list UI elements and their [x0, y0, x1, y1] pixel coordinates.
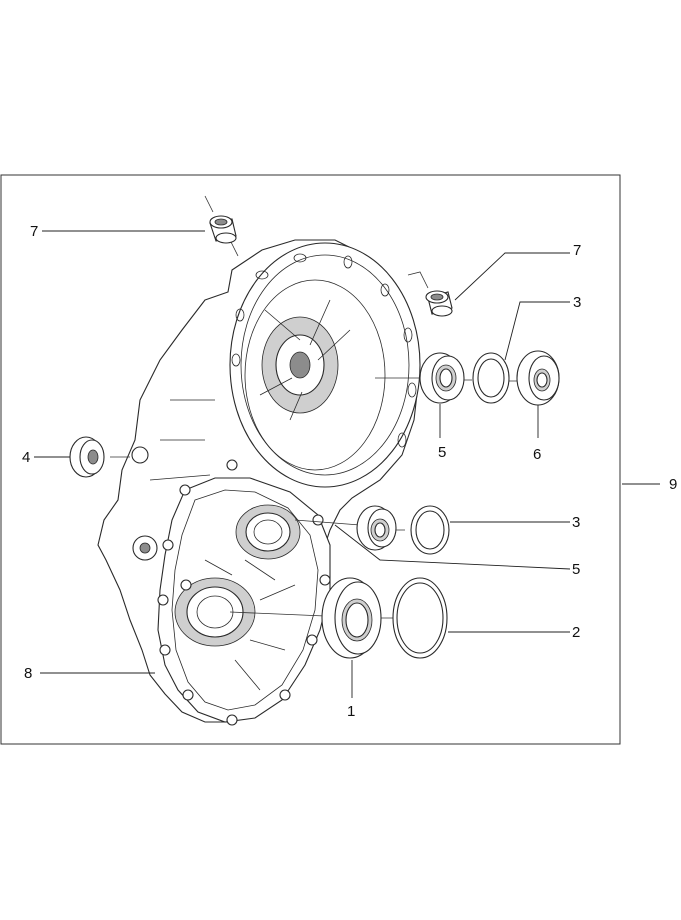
seal-5-middle	[356, 505, 397, 551]
seal-1	[321, 577, 382, 659]
cover-bolt-holes	[157, 459, 331, 726]
leader-lines	[34, 230, 660, 698]
callout-7-right: 7	[573, 242, 581, 259]
seal-5-upper	[419, 352, 465, 404]
callout-3-middle: 3	[572, 514, 580, 531]
o-ring-2	[392, 577, 448, 659]
callout-1: 1	[347, 703, 355, 720]
washer-4	[69, 436, 130, 478]
washer-6	[516, 350, 560, 406]
callout-8: 8	[24, 665, 32, 682]
callout-2: 2	[572, 624, 580, 641]
transfer-case-housing	[97, 239, 421, 726]
callout-3-upper: 3	[573, 294, 581, 311]
callout-5-upper: 5	[438, 444, 446, 461]
flange-bolt-holes	[231, 253, 417, 448]
bushing-7-left	[204, 195, 239, 257]
diagram-frame	[0, 174, 621, 745]
callout-9: 9	[669, 476, 677, 493]
callout-4: 4	[22, 449, 30, 466]
callout-6: 6	[533, 446, 541, 463]
callout-labels: 7 7 3 5 6 4 9 3 5 2 8 1	[22, 223, 677, 720]
bushing-7-right	[407, 271, 453, 317]
callout-5-middle: 5	[572, 561, 580, 578]
ring-3-upper	[472, 352, 510, 404]
callout-7-left: 7	[30, 223, 38, 240]
ring-3-middle	[410, 505, 450, 555]
